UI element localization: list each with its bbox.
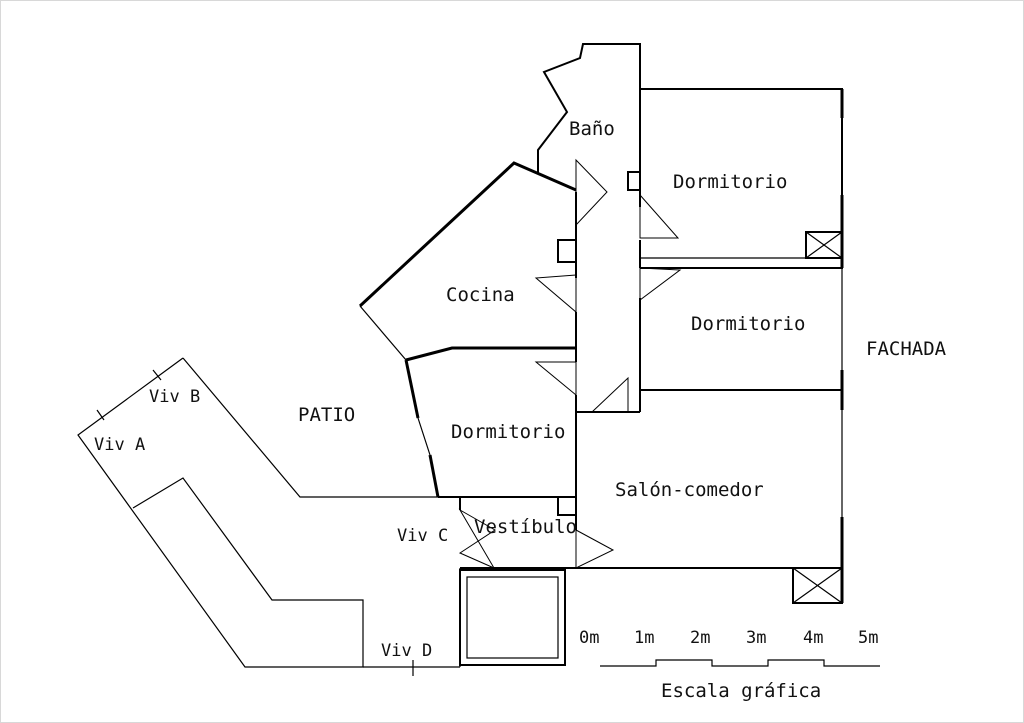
room-dormitorio-1: Dormitorio xyxy=(673,171,787,193)
exterior-labels: PATIO FACHADA Viv A Viv B Viv C Viv D xyxy=(94,338,947,661)
fachada-label: FACHADA xyxy=(866,338,947,360)
unit-viv-a: Viv A xyxy=(94,435,145,455)
patio-label: PATIO xyxy=(298,404,355,426)
scale-title: Escala gráfica xyxy=(661,680,821,702)
room-dormitorio-3: Dormitorio xyxy=(451,421,565,443)
scale-tick-1: 1m xyxy=(634,628,654,648)
scale-tick-5: 5m xyxy=(858,628,878,648)
room-dormitorio-2: Dormitorio xyxy=(691,313,805,335)
scale-tick-0: 0m xyxy=(579,628,599,648)
graphic-scale: 0m 1m 2m 3m 4m 5m Escala gráfica xyxy=(579,628,880,702)
scale-tick-2: 2m xyxy=(690,628,710,648)
scale-tick-4: 4m xyxy=(803,628,823,648)
unit-viv-c: Viv C xyxy=(397,526,448,546)
unit-viv-d: Viv D xyxy=(381,641,432,661)
doors xyxy=(458,158,682,570)
room-cocina: Cocina xyxy=(446,284,515,306)
neighbor-wing xyxy=(77,357,460,676)
unit-viv-b: Viv B xyxy=(149,387,200,407)
room-salon-comedor: Salón-comedor xyxy=(615,479,764,501)
shafts xyxy=(459,171,843,666)
room-bano: Baño xyxy=(569,118,615,140)
room-labels: Baño Dormitorio Cocina Dormitorio Dormit… xyxy=(446,118,805,538)
room-vestibulo: Vestíbulo xyxy=(474,516,577,538)
scale-tick-3: 3m xyxy=(746,628,766,648)
